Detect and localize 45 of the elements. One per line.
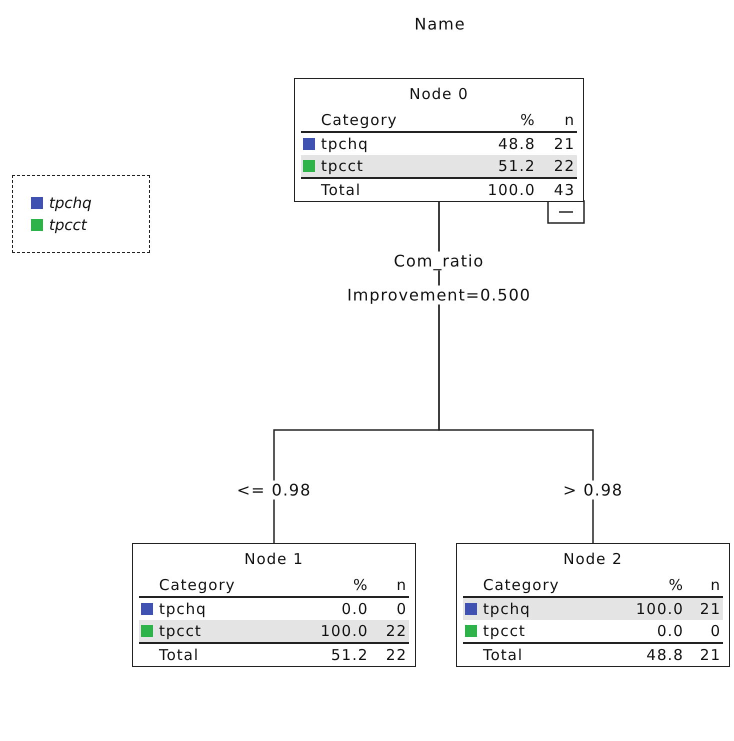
table-value: tpcct [483, 622, 526, 640]
table-value: 0 [710, 622, 721, 640]
column-header: % [353, 576, 368, 594]
column-header: n [396, 576, 407, 594]
table-value: 48.8 [498, 135, 536, 153]
table-value: tpchq [159, 600, 207, 618]
tree-branch-line [438, 202, 594, 543]
column-header: Category [321, 111, 398, 129]
table-value: 21 [554, 135, 575, 153]
column-header: % [668, 576, 684, 594]
table-value: 43 [554, 181, 575, 199]
table-value: 100.0 [488, 181, 536, 199]
column-header: n [564, 111, 575, 129]
tree-node-box [132, 543, 416, 667]
legend-label: tpcct [49, 216, 87, 234]
table-value: 0.0 [342, 600, 368, 618]
node-heading: Node 2 [562, 550, 624, 570]
node-heading: Node 0 [408, 85, 470, 105]
table-value: tpchq [321, 135, 369, 153]
tree-node-box [294, 78, 584, 202]
table-value: Total [483, 646, 524, 664]
table-value: 100.0 [320, 622, 368, 640]
table-value: 21 [700, 600, 721, 618]
table-value: Total [159, 646, 200, 664]
table-value: 51.2 [331, 646, 368, 664]
table-value: 51.2 [498, 157, 536, 175]
table-value: tpcct [321, 157, 364, 175]
table-value: 21 [700, 646, 721, 664]
table-value: 22 [386, 622, 407, 640]
column-header: % [520, 111, 536, 129]
node-heading: Node 1 [243, 550, 305, 570]
table-value: 0.0 [656, 622, 684, 640]
column-header: n [710, 576, 721, 594]
table-value: Total [321, 181, 362, 199]
table-value: 48.8 [646, 646, 684, 664]
table-value: tpcct [159, 622, 202, 640]
legend-label: tpchq [49, 194, 92, 212]
table-value: tpchq [483, 600, 531, 618]
table-value: 0 [396, 600, 407, 618]
table-value: 22 [386, 646, 407, 664]
column-header: Category [159, 576, 236, 594]
table-value: 22 [554, 157, 575, 175]
tree-node-box [456, 543, 730, 667]
column-header: Category [483, 576, 560, 594]
table-value: 100.0 [636, 600, 684, 618]
